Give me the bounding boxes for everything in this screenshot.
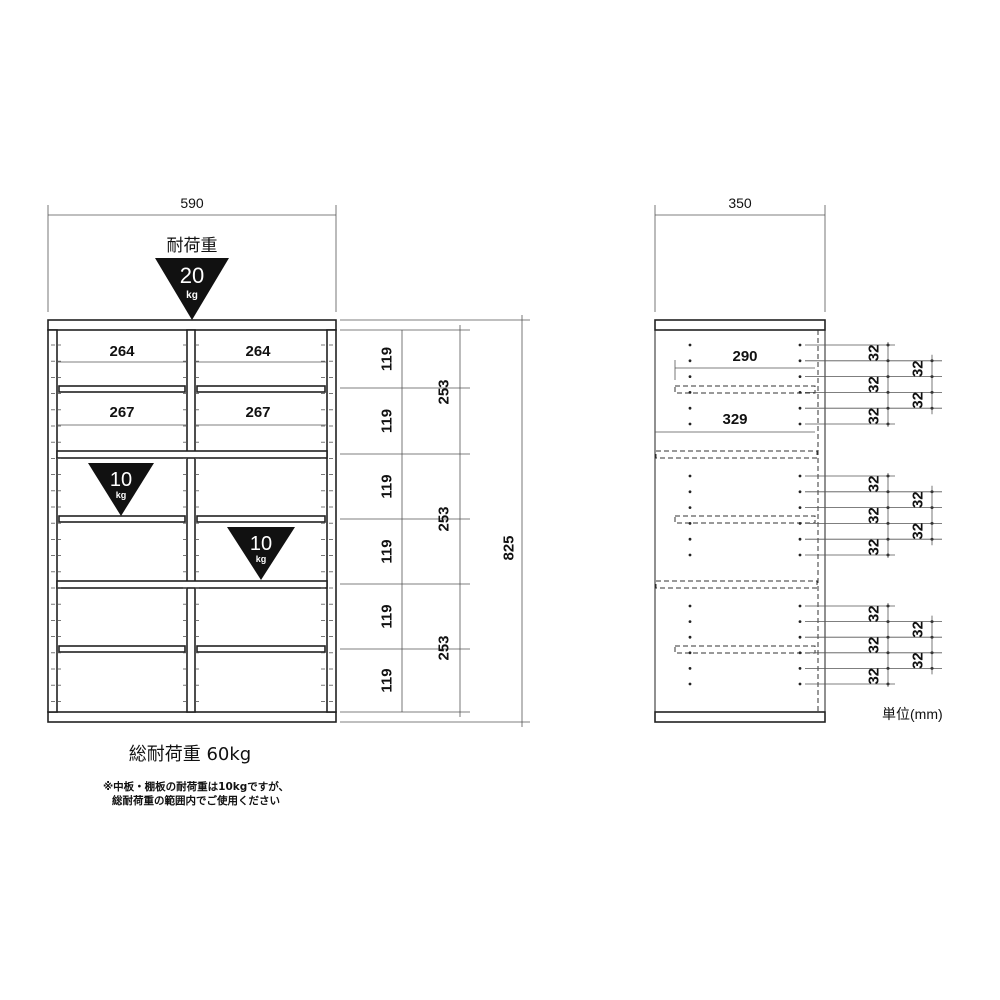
block-height-label: 253: [436, 379, 453, 404]
hole-pitch-dimensions: 32 32 32 32 32 32 32 32 32 32 32 32 32 32 32: [805, 342, 942, 687]
inner-width-second-left: 267: [109, 404, 134, 421]
pin-hole: [798, 506, 802, 509]
inner-width-top-left: 264: [109, 343, 135, 360]
pin-hole: [798, 651, 802, 655]
pin-hole: [798, 375, 802, 378]
unit-label: 単位(mm): [882, 706, 943, 722]
top-load-badge: 20 kg: [155, 258, 229, 320]
pin-hole: [688, 359, 692, 363]
shelf-load-right-unit: kg: [256, 554, 267, 564]
pin-hole: [688, 474, 692, 478]
pin-hole: [798, 604, 802, 608]
total-load-label: 総耐荷重 60kg: [129, 744, 251, 765]
hole-pitch-label: 32: [866, 345, 883, 362]
hole-pitch-label: 32: [866, 408, 883, 425]
pin-hole: [688, 391, 692, 394]
shelf-load-badge-right: 10 kg: [227, 527, 295, 580]
pin-hole: [688, 667, 692, 670]
hole-pitch-label: 32: [866, 476, 883, 493]
width-label: 590: [180, 195, 204, 211]
side-shelves-dashed: [655, 385, 818, 654]
pin-hole: [688, 490, 692, 494]
pin-hole: [798, 620, 802, 623]
block-height-label: 253: [436, 506, 453, 531]
pin-hole: [798, 682, 802, 686]
shelf-load-right-value: 10: [250, 533, 272, 555]
pin-hole: [798, 391, 802, 394]
hole-pitch-label: 32: [866, 668, 883, 685]
depth-label: 350: [728, 195, 752, 211]
pin-hole: [798, 422, 802, 426]
pin-hole: [688, 620, 692, 623]
hole-pitch-label: 32: [866, 605, 883, 622]
hole-pitch-label: 32: [866, 376, 883, 393]
pin-hole: [798, 490, 802, 494]
hole-pitch-label: 32: [866, 637, 883, 654]
section-height-label: 119: [379, 668, 396, 692]
section-height-label: 119: [379, 604, 396, 628]
pin-hole: [798, 474, 802, 478]
pin-hole: [688, 406, 692, 410]
pin-hole: [688, 635, 692, 639]
pin-hole: [798, 522, 802, 525]
pin-hole: [798, 343, 802, 347]
side-pin-holes: [688, 343, 802, 686]
note-line-1: ※中板・棚板の耐荷重は10kgですが、: [103, 780, 289, 793]
pin-hole: [688, 375, 692, 378]
hole-pitch-label: 32: [910, 360, 927, 377]
pin-hole: [688, 422, 692, 426]
hole-pitch-label: 32: [866, 539, 883, 556]
pin-hole: [688, 553, 692, 557]
hole-pitch-label: 32: [910, 491, 927, 508]
top-load-unit: kg: [186, 290, 198, 301]
top-load-value: 20: [180, 263, 204, 288]
pin-hole: [688, 506, 692, 509]
shelf-load-badge-left: 10 kg: [88, 463, 154, 516]
pin-hole: [688, 343, 692, 347]
shelf-load-left-value: 10: [110, 469, 132, 491]
total-height-label: 825: [501, 535, 518, 560]
hole-pitch-label: 32: [910, 523, 927, 540]
pin-hole: [798, 406, 802, 410]
pin-hole: [688, 604, 692, 608]
height-dimensions: 119 119 119 119 119 119 253 253 253 825: [340, 315, 530, 727]
pin-hole: [688, 522, 692, 525]
inner-width-second-right: 267: [245, 404, 270, 421]
adjustable-shelves: [58, 385, 326, 653]
shelf-pin-holes: [51, 344, 333, 702]
pin-hole: [798, 667, 802, 670]
side-view: 350 290 329 3232323232323232323232323232…: [654, 195, 943, 723]
pin-hole: [688, 537, 692, 541]
pin-hole: [798, 359, 802, 363]
hole-pitch-label: 32: [910, 392, 927, 409]
pin-hole: [688, 651, 692, 655]
pin-hole: [798, 635, 802, 639]
pin-hole: [798, 553, 802, 557]
inner-width-top-right: 264: [245, 343, 271, 360]
shelf-depth-label: 290: [732, 348, 757, 365]
hole-pitch-label: 32: [866, 507, 883, 524]
hole-pitch-label: 32: [910, 621, 927, 638]
note-line-2: 総耐荷重の範囲内でご使用ください: [112, 794, 280, 807]
pin-hole: [688, 682, 692, 686]
section-height-label: 119: [379, 539, 396, 563]
load-capacity-label: 耐荷重: [167, 236, 218, 256]
inner-depth-label: 329: [722, 411, 747, 428]
shelf-load-left-unit: kg: [116, 490, 127, 500]
front-view: 590 耐荷重 20 kg 264 264 267 267 10: [47, 195, 530, 727]
hole-pitch-label: 32: [910, 652, 927, 669]
section-height-label: 119: [379, 474, 396, 498]
pin-hole: [798, 537, 802, 541]
section-height-label: 119: [379, 347, 396, 371]
section-height-label: 119: [379, 409, 396, 433]
block-height-label: 253: [436, 635, 453, 660]
